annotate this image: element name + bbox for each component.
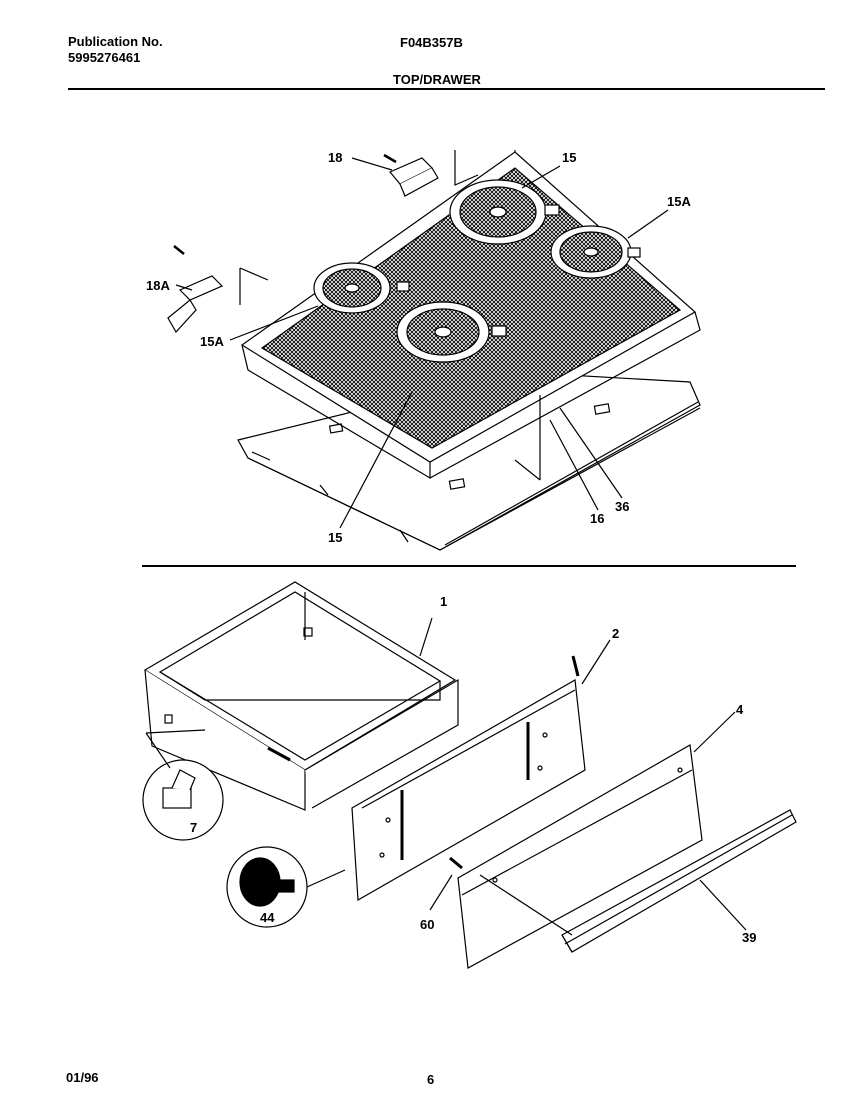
burner-left <box>313 262 410 314</box>
burner-back-center <box>449 179 560 245</box>
callout-39: 39 <box>742 930 756 945</box>
callout-4: 4 <box>736 702 744 717</box>
callout-2: 2 <box>612 626 619 641</box>
callout-15a-right: 15A <box>667 194 691 209</box>
footer-date: 01/96 <box>66 1070 99 1085</box>
hinge-18 <box>383 153 439 197</box>
callout-15-top: 15 <box>562 150 576 165</box>
publication-number: 5995276461 <box>68 50 141 65</box>
page-number: 6 <box>427 1072 435 1087</box>
header-divider <box>68 88 825 90</box>
burner-right <box>550 225 641 279</box>
publication-label: Publication No. <box>68 34 163 49</box>
cooktop-assembly <box>167 150 701 551</box>
section-divider <box>142 565 796 567</box>
drawer-inner-panel <box>351 655 586 901</box>
callout-16: 16 <box>590 511 604 526</box>
inset-44 <box>226 846 308 928</box>
hinge-18a <box>167 245 224 334</box>
callout-36: 36 <box>615 499 629 514</box>
burner-front <box>396 301 507 363</box>
callout-15a-left: 15A <box>200 334 224 349</box>
model-number: F04B357B <box>400 35 463 50</box>
callout-1: 1 <box>440 594 447 609</box>
callout-7: 7 <box>190 820 197 835</box>
drawer-handle <box>561 809 797 953</box>
drawer-assembly <box>142 581 797 969</box>
drawer-box <box>143 581 459 811</box>
callout-15-bottom: 15 <box>328 530 342 545</box>
drawer-front-panel <box>457 744 703 969</box>
callout-18a: 18A <box>146 278 170 293</box>
callout-18: 18 <box>328 150 342 165</box>
inset-7 <box>142 759 224 841</box>
callout-60: 60 <box>420 917 434 932</box>
callout-44: 44 <box>260 910 275 925</box>
section-title: TOP/DRAWER <box>393 72 481 87</box>
